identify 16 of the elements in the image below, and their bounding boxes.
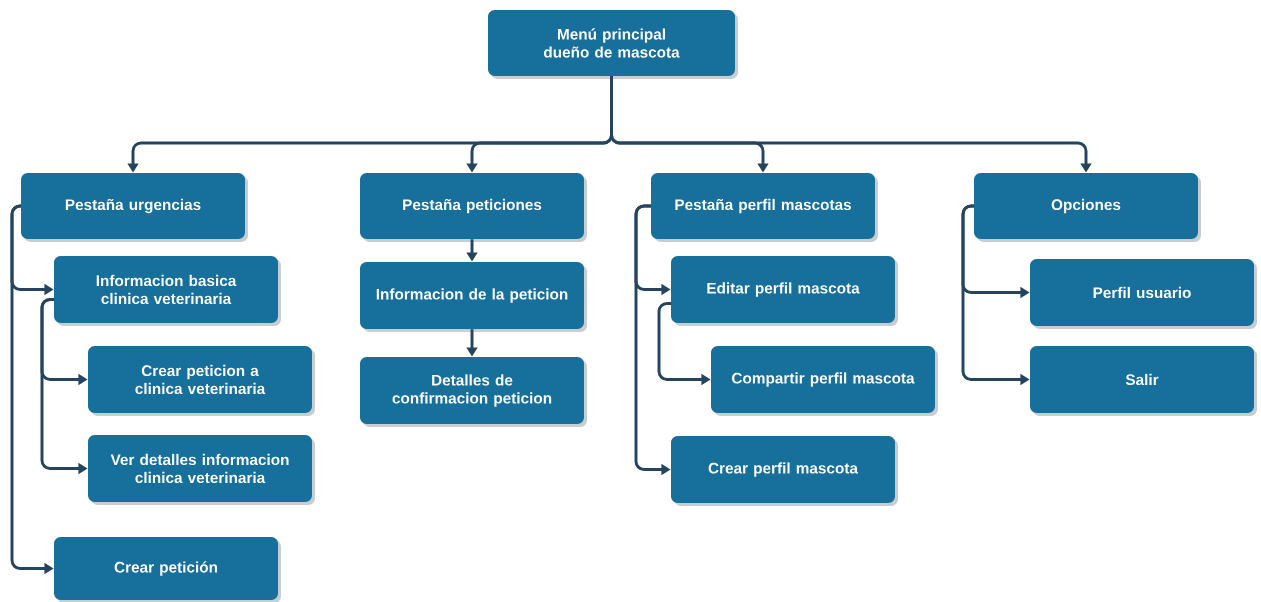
process-box: Opciones — [974, 173, 1201, 242]
process-box: Pestaña perfil mascotas — [651, 173, 878, 242]
process-box: Crear peticion a clinica veterinaria — [88, 346, 315, 416]
process-box: Perfil usuario — [1030, 259, 1257, 329]
process-box: Editar perfil mascota — [671, 256, 898, 326]
process-box: Menú principal dueño de mascota — [488, 10, 738, 79]
process-box: Pestaña urgencias — [21, 173, 248, 242]
process-box: Ver detalles informacion clinica veterinaria — [88, 435, 315, 505]
process-box: Pestaña peticiones — [360, 173, 587, 242]
process-box: Informacion de la peticion — [360, 262, 587, 332]
process-box: Salir — [1030, 346, 1257, 416]
process-box: Compartir perfil mascota — [711, 346, 938, 416]
process-box: Detalles de confirmacion peticion — [360, 357, 587, 427]
process-box: Crear petición — [54, 537, 281, 602]
process-box: Crear perfil mascota — [671, 436, 898, 506]
process-box: Informacion basica clinica veterinaria — [54, 256, 281, 326]
